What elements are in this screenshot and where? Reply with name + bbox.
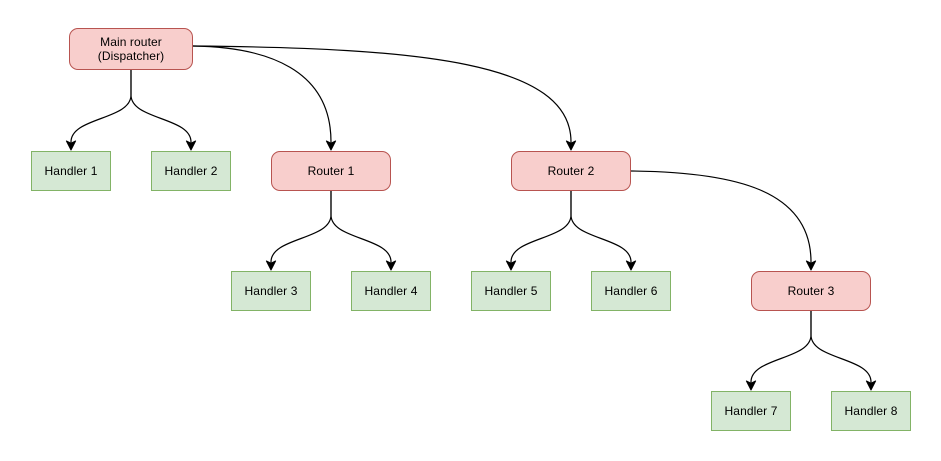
arrow-handler-4-icon <box>385 260 397 271</box>
node-router-2[interactable]: Router 2 <box>511 151 631 191</box>
edge-r1-h4 <box>330 190 392 263</box>
edge-r3-h7 <box>750 310 812 383</box>
edge-r2-h5 <box>510 190 572 263</box>
node-router-3[interactable]: Router 3 <box>751 271 871 311</box>
node-handler-7[interactable]: Handler 7 <box>711 391 791 431</box>
node-handler-8[interactable]: Handler 8 <box>831 391 911 431</box>
arrow-handler-8-icon <box>865 380 877 391</box>
edge-r2-r3 <box>630 170 812 263</box>
edge-r2-h6 <box>570 190 632 263</box>
node-handler-6[interactable]: Handler 6 <box>591 271 671 311</box>
node-main-router[interactable]: Main router (Dispatcher) <box>69 28 193 70</box>
edge-r3-h8 <box>810 310 872 383</box>
node-router-1[interactable]: Router 1 <box>271 151 391 191</box>
edge-main-h2 <box>130 69 192 143</box>
node-handler-4[interactable]: Handler 4 <box>351 271 431 311</box>
arrow-router-3-icon <box>805 260 817 271</box>
node-handler-1[interactable]: Handler 1 <box>31 151 111 191</box>
edge-main-r2 <box>192 45 572 143</box>
arrow-handler-6-icon <box>625 260 637 271</box>
edge-r1-h3 <box>270 190 332 263</box>
node-handler-5[interactable]: Handler 5 <box>471 271 551 311</box>
edge-main-h1 <box>70 69 132 143</box>
arrow-router-2-icon <box>565 140 577 151</box>
node-handler-3[interactable]: Handler 3 <box>231 271 311 311</box>
arrow-handler-5-icon <box>505 260 517 271</box>
edge-main-r1 <box>192 45 332 143</box>
node-handler-2[interactable]: Handler 2 <box>151 151 231 191</box>
arrow-handler-7-icon <box>745 380 757 391</box>
arrow-handler-3-icon <box>265 260 277 271</box>
arrow-handler-2-icon <box>185 140 197 151</box>
arrow-router-1-icon <box>325 140 337 151</box>
arrow-handler-1-icon <box>65 140 77 151</box>
